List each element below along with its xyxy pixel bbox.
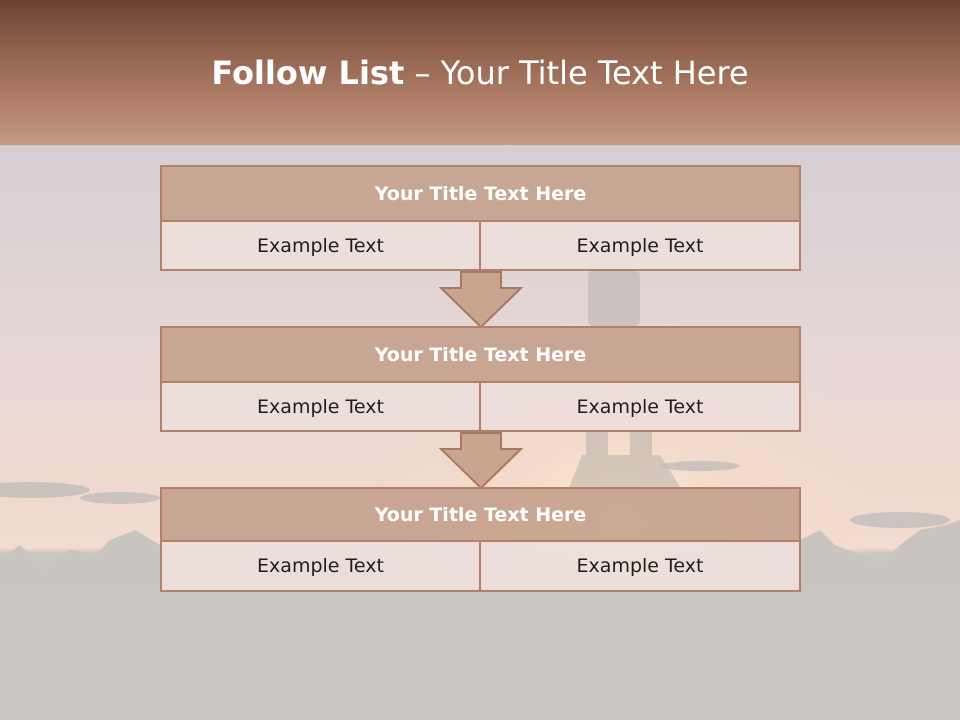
- slide-title-bold: Follow List: [211, 54, 405, 92]
- down-arrow-icon: [438, 271, 524, 329]
- slide-title-rest: – Your Title Text Here: [404, 54, 749, 92]
- block-title: Your Title Text Here: [160, 326, 801, 383]
- header-band: [0, 0, 960, 145]
- person-silhouette: [568, 270, 682, 490]
- block-cell-left: Example Text: [160, 222, 481, 271]
- down-arrow-icon: [438, 432, 524, 490]
- block-cell-left: Example Text: [160, 383, 481, 432]
- block-cell-right: Example Text: [479, 222, 801, 271]
- block-title: Your Title Text Here: [160, 165, 801, 222]
- slide-title: Follow List – Your Title Text Here: [0, 54, 960, 92]
- clouds: [0, 461, 950, 528]
- block-cell-right: Example Text: [479, 383, 801, 432]
- block-title: Your Title Text Here: [160, 487, 801, 542]
- block-cell-right: Example Text: [479, 542, 801, 592]
- block-cell-left: Example Text: [160, 542, 481, 592]
